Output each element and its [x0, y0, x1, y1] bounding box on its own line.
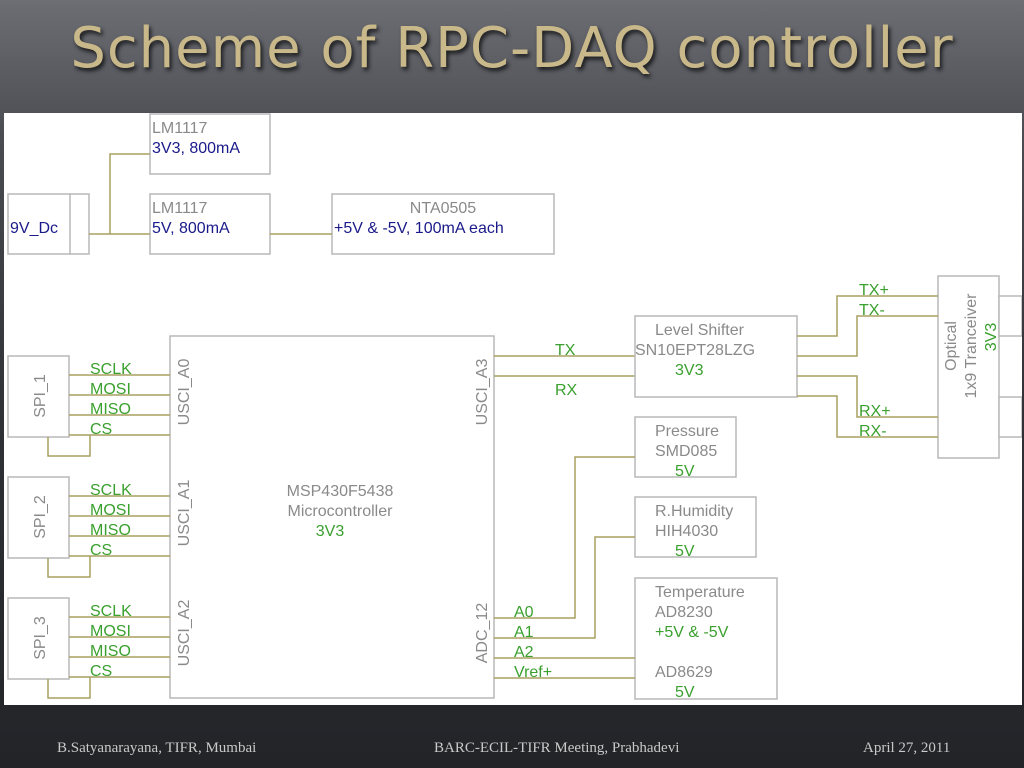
dc-input-label: 9V_Dc [10, 220, 58, 237]
port-usci-a2: USCI_A2 [176, 600, 193, 667]
spi-1-label: SPI_1 [32, 374, 49, 418]
spi-1-pin-sclk: SCLK [90, 361, 132, 378]
pressure-sensor-voltage: 5V [675, 463, 695, 480]
regulator-5v-name: LM1117 [152, 200, 208, 217]
port-usci-a0: USCI_A0 [176, 359, 193, 426]
optical-port-bottom [998, 396, 1022, 438]
humidity-sensor-name: R.Humidity [655, 503, 733, 520]
pressure-sensor-box [634, 416, 737, 478]
spi-3-pin-mosi: MOSI [90, 623, 131, 640]
spi-1-pin-mosi: MOSI [90, 381, 131, 398]
humidity-sensor-voltage: 5V [675, 543, 695, 560]
temperature-sensor-voltage: 5V [675, 684, 695, 701]
nta0505-name: NTA0505 [410, 200, 477, 217]
spi-3-label: SPI_3 [32, 616, 49, 660]
nta0505-spec: +5V & -5V, 100mA each [334, 220, 504, 237]
spi-1-wire-return [47, 435, 91, 457]
port-usci-a1: USCI_A1 [176, 480, 193, 547]
spi-3-box [7, 597, 70, 680]
level-shifter-voltage: 3V3 [675, 362, 704, 379]
regulator-5v-spec: 5V, 800mA [152, 220, 230, 237]
spi-1-pin-cs: CS [90, 421, 112, 438]
adc-pin-a0: A0 [514, 604, 534, 621]
spi-1-box [7, 355, 70, 438]
mcu-name: MSP430F5438 [287, 483, 394, 500]
spi-2-label: SPI_2 [32, 495, 49, 539]
regulator-5v-box [149, 193, 271, 255]
optical-label: Optical [943, 321, 960, 371]
optical-type: 1x9 Tranceiver [963, 293, 980, 399]
spi-2-pin-mosi: MOSI [90, 502, 131, 519]
wire-rx-minus [797, 395, 938, 438]
regulator-3v3-spec: 3V3, 800mA [152, 140, 240, 157]
spi-2-wire-return [47, 556, 91, 578]
temperature-sensor-name: Temperature [655, 584, 745, 601]
port-usci-a3: USCI_A3 [474, 359, 491, 426]
nta0505-box [331, 193, 555, 255]
spi-block-2: SPI_2 SCLK MOSI MISO CS [7, 476, 170, 578]
wire-adc-a0 [494, 456, 635, 619]
diagram-panel: 9V_Dc LM1117 3V3, 800mA LM1117 5V, 800mA… [4, 113, 1022, 705]
spi-3-pin-cs: CS [90, 663, 112, 680]
footer-meeting: BARC-ECIL-TIFR Meeting, Prabhadevi [434, 740, 680, 756]
pressure-sensor-name: Pressure [655, 423, 719, 440]
optical-transceiver-box [937, 275, 1000, 459]
spi-3-pin-sclk: SCLK [90, 603, 132, 620]
footer-author: B.Satyanarayana, TIFR, Mumbai [57, 740, 257, 756]
temperature-ref-part: AD8629 [655, 664, 713, 681]
humidity-sensor-part: HIH4030 [655, 523, 718, 540]
adc-pin-a1: A1 [514, 624, 534, 641]
wire-tx-plus [797, 295, 938, 337]
temperature-sensor-box [634, 577, 778, 700]
wire-dc-to-3v3 [109, 153, 150, 234]
spi-3-pin-miso: MISO [90, 643, 131, 660]
mcu-desc: Microcontroller [288, 503, 394, 520]
mcu-voltage: 3V3 [316, 523, 345, 540]
tx-label: TX [555, 342, 576, 359]
regulator-3v3-box [149, 113, 271, 175]
port-adc12: ADC_12 [474, 603, 491, 664]
optical-voltage: 3V3 [983, 323, 1000, 352]
spi-2-pin-miso: MISO [90, 522, 131, 539]
optical-pin-tx-plus: TX+ [859, 282, 889, 299]
regulator-3v3-name: LM1117 [152, 120, 208, 137]
spi-2-box [7, 476, 70, 559]
level-shifter-part: SN10EPT28LZG [635, 342, 755, 359]
level-shifter-box [634, 315, 798, 398]
wire-adc-a1 [494, 536, 635, 639]
mcu-box [169, 335, 495, 699]
spi-2-pin-cs: CS [90, 542, 112, 559]
optical-port-top [998, 295, 1022, 337]
spi-2-pin-sclk: SCLK [90, 482, 132, 499]
wire-tx-minus [797, 315, 938, 357]
optical-pin-tx-minus: TX- [859, 302, 885, 319]
spi-1-pin-miso: MISO [90, 401, 131, 418]
humidity-sensor-box [634, 496, 757, 558]
spi-block-3: SPI_3 SCLK MOSI MISO CS [7, 597, 170, 699]
rx-label: RX [555, 382, 578, 399]
dc-input-box [7, 193, 90, 255]
wire-rx-plus [797, 375, 938, 418]
spi-3-wire-return [47, 677, 91, 699]
optical-pin-rx-plus: RX+ [859, 403, 891, 420]
adc-pin-vref: Vref+ [514, 664, 552, 681]
level-shifter-name: Level Shifter [655, 322, 745, 339]
temperature-sensor-part: AD8230 [655, 604, 713, 621]
optical-pin-rx-minus: RX- [859, 423, 887, 440]
footer-date: April 27, 2011 [863, 740, 951, 756]
block-diagram: 9V_Dc LM1117 3V3, 800mA LM1117 5V, 800mA… [7, 113, 1022, 701]
spi-block-1: SPI_1 SCLK MOSI MISO CS [7, 355, 170, 457]
adc-pin-a2: A2 [514, 644, 534, 661]
pressure-sensor-part: SMD085 [655, 443, 717, 460]
slide-title: Scheme of RPC-DAQ controller [70, 16, 954, 81]
temperature-sensor-supply: +5V & -5V [655, 624, 729, 641]
